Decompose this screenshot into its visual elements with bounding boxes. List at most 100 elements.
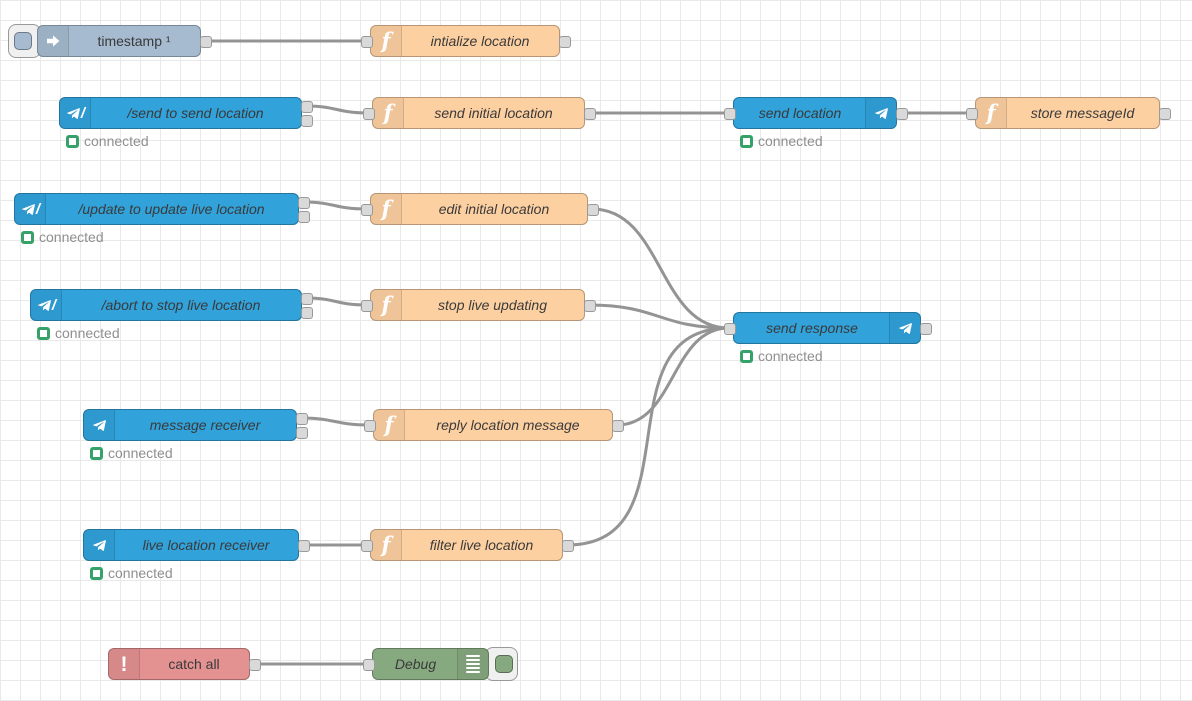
node-label: timestamp ¹ [97, 33, 171, 49]
node-fn_stop[interactable]: f stop live updating [361, 289, 596, 321]
node-fn_filter[interactable]: f filter live location [361, 529, 574, 561]
wire[interactable] [301, 200, 368, 211]
output-port[interactable] [298, 197, 310, 209]
icon-region: f [371, 26, 402, 56]
status-dot-icon [37, 326, 50, 340]
status-text: connected [758, 348, 823, 364]
icon-region: f [976, 98, 1007, 128]
wire[interactable] [299, 416, 371, 427]
icon-region: f [373, 98, 404, 128]
node-status: connected [21, 230, 104, 244]
node-label: send response [766, 320, 858, 336]
icon-region: f [371, 290, 402, 320]
node-inject1[interactable]: timestamp ¹ [37, 25, 212, 57]
output-port[interactable] [298, 211, 310, 223]
input-port[interactable] [361, 300, 373, 312]
input-port[interactable] [363, 108, 375, 120]
node-fn_init[interactable]: f intialize location [361, 25, 571, 57]
status-dot-icon [740, 134, 753, 148]
wire[interactable] [304, 104, 370, 115]
output-port[interactable] [1159, 108, 1171, 120]
output-port[interactable] [584, 108, 596, 120]
wire[interactable] [565, 326, 731, 547]
telegram-plane-icon [67, 107, 80, 119]
function-icon: f [381, 531, 391, 557]
icon-region: / [15, 194, 46, 224]
function-icon: f [383, 99, 393, 125]
output-port[interactable] [587, 204, 599, 216]
status-text: connected [108, 565, 173, 581]
output-port[interactable] [298, 540, 310, 552]
node-debug1[interactable]: Debug [363, 648, 489, 680]
node-label: /update to update live location [78, 201, 265, 217]
output-port[interactable] [301, 293, 313, 305]
input-port[interactable] [724, 323, 736, 335]
telegram-plane-icon [38, 299, 51, 311]
icon-region: f [371, 530, 402, 560]
wire[interactable] [304, 296, 368, 307]
node-tg_resp[interactable]: send response [724, 312, 932, 344]
button-inner [14, 32, 32, 50]
input-port[interactable] [724, 108, 736, 120]
node-cmd_send[interactable]: //send to send location [59, 97, 313, 129]
output-port[interactable] [896, 108, 908, 120]
output-port[interactable] [301, 307, 313, 319]
input-port[interactable] [361, 204, 373, 216]
output-port[interactable] [559, 36, 571, 48]
node-status: connected [37, 326, 120, 340]
node-tg_liverecv[interactable]: live location receiver [83, 529, 310, 561]
node-catch1[interactable]: ! catch all [108, 648, 261, 680]
output-port[interactable] [301, 115, 313, 127]
icon-region [457, 649, 488, 679]
status-text: connected [84, 133, 149, 149]
function-icon: f [986, 99, 996, 125]
input-port[interactable] [363, 659, 375, 671]
status-dot-icon [740, 349, 753, 363]
node-label: send location [758, 105, 842, 121]
node-tg_sendloc[interactable]: send location [724, 97, 908, 129]
output-port[interactable] [920, 323, 932, 335]
node-label: filter live location [429, 537, 534, 553]
node-tg_msgrecv[interactable]: message receiver [83, 409, 308, 441]
wire[interactable] [587, 303, 731, 330]
input-port[interactable] [966, 108, 978, 120]
output-port[interactable] [249, 659, 261, 671]
output-port[interactable] [296, 413, 308, 425]
node-cmd_abort[interactable]: //abort to stop live location [30, 289, 313, 321]
node-label: message receiver [149, 417, 261, 433]
node-label: /send to send location [127, 105, 264, 121]
icon-region [84, 530, 115, 560]
status-text: connected [55, 325, 120, 341]
output-port[interactable] [301, 101, 313, 113]
telegram-plane-icon [22, 203, 35, 215]
button-inner [495, 655, 513, 673]
node-label: store messageId [1030, 105, 1135, 121]
output-port[interactable] [584, 300, 596, 312]
output-port[interactable] [296, 427, 308, 439]
input-port[interactable] [364, 420, 376, 432]
node-label: catch all [168, 656, 220, 672]
exclamation-icon: ! [120, 652, 128, 676]
inject-arrow-icon [47, 35, 60, 47]
output-port[interactable] [200, 36, 212, 48]
input-port[interactable] [361, 36, 373, 48]
wire[interactable] [590, 207, 731, 330]
node-cmd_update[interactable]: / /update to update live location [14, 193, 310, 225]
wire[interactable] [615, 326, 731, 427]
icon-region: f [371, 194, 402, 224]
output-port[interactable] [612, 420, 624, 432]
node-label: intialize location [430, 33, 530, 49]
node-status: connected [66, 134, 149, 148]
input-port[interactable] [361, 540, 373, 552]
telegram-plane-icon [898, 322, 912, 334]
icon-region [84, 410, 115, 440]
icon-region: ! [109, 649, 140, 679]
output-port[interactable] [562, 540, 574, 552]
status-dot-icon [90, 566, 103, 580]
node-fn_store[interactable]: f store messageId [966, 97, 1171, 129]
node-label: stop live updating [438, 297, 547, 313]
